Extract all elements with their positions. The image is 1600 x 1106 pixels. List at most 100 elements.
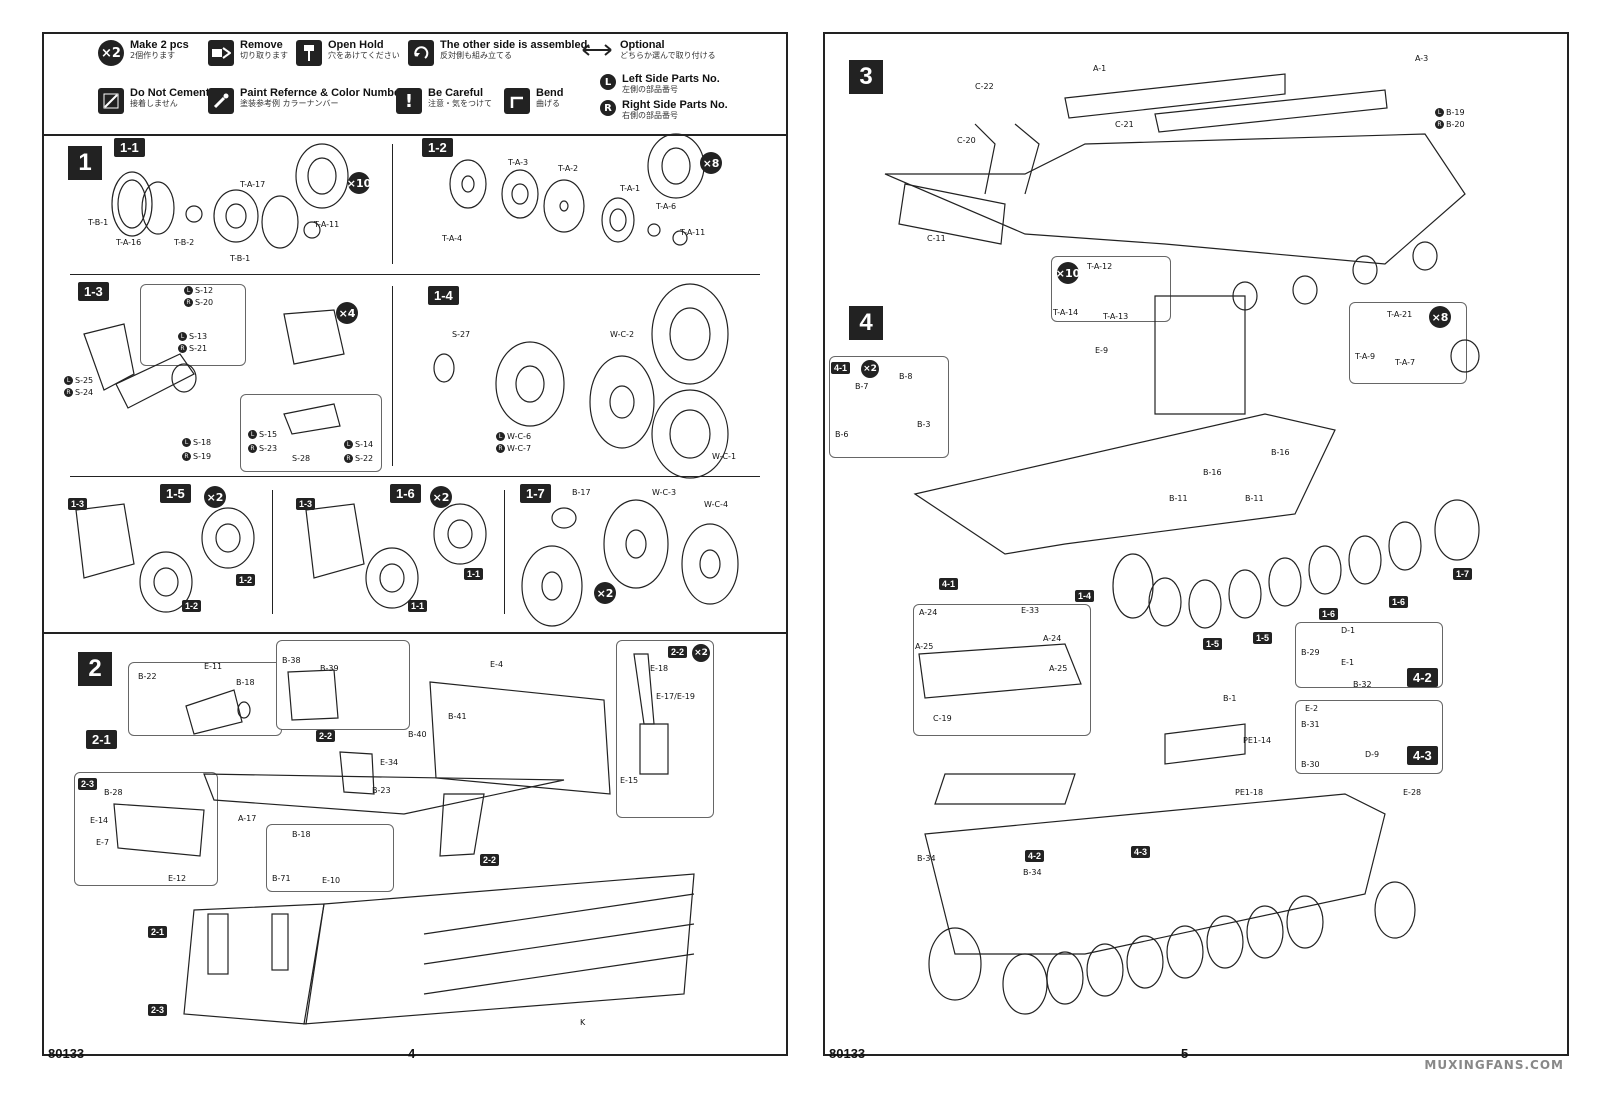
- part-label: B-71: [272, 874, 291, 883]
- part-label: E-9: [1095, 346, 1109, 355]
- legend-left-side: L Left Side Parts No. 左側の部品番号: [600, 73, 720, 94]
- part-label: T-A-9: [1355, 352, 1376, 361]
- part-label: B-41: [448, 712, 467, 721]
- part-label: A-17: [238, 814, 257, 823]
- legend-be-careful-jp: 注意・気をつけて: [428, 98, 492, 108]
- part-label: T-A-2: [558, 164, 579, 173]
- right-side-icon: R: [600, 100, 616, 116]
- other-side-icon: [408, 40, 434, 66]
- ref-tag: 4-1: [831, 362, 851, 374]
- legend-other-side: The other side is assembled. 反対側も組み立てる: [408, 39, 590, 66]
- kit-code: 80133: [829, 1046, 866, 1061]
- part-label: W-C-2: [610, 330, 635, 339]
- part-label: E-18: [650, 664, 669, 673]
- legend-other-side-jp: 反対側も組み立てる: [440, 50, 512, 60]
- part-label: T-A-3: [508, 158, 529, 167]
- ref-tag: 2-3: [148, 1004, 168, 1016]
- symbol-legend: ×2 Make 2 pcs 2個作ります Remove 切り取ります Open …: [44, 34, 786, 136]
- multiplier-badge: ×4: [336, 302, 358, 324]
- warning-icon: !: [396, 88, 422, 114]
- no-cement-icon: [98, 88, 124, 114]
- sub-step-tag: 1-6: [390, 484, 421, 503]
- legend-do-not-cement: Do Not Cement 接着しません: [98, 87, 210, 114]
- legend-optional: Optional どちらか選んで取り付ける: [580, 39, 716, 60]
- part-label: E-12: [168, 874, 187, 883]
- part-label: B-11: [1169, 494, 1188, 503]
- divider: [70, 274, 760, 275]
- part-label: T-A-21: [1387, 310, 1413, 319]
- ref-tag: 1-5: [1253, 632, 1273, 644]
- part-label: E-1: [1341, 658, 1355, 667]
- part-label: B-1: [1223, 694, 1237, 703]
- part-label: B-29: [1301, 648, 1320, 657]
- part-label: B-18: [236, 678, 255, 687]
- part-label: D-1: [1341, 626, 1356, 635]
- page-number: 5: [1181, 1046, 1189, 1061]
- sub-step-tag: 1-2: [422, 138, 453, 157]
- part-label: T-A-16: [116, 238, 142, 247]
- ref-tag: 2-2: [316, 730, 336, 742]
- legend-make-two-jp: 2個作ります: [130, 50, 176, 60]
- ref-tag: 1-1: [408, 600, 428, 612]
- ref-tag: 1-5: [1203, 638, 1223, 650]
- callout-box: [276, 640, 410, 730]
- sub-step-tag: 4-2: [1407, 668, 1438, 687]
- legend-do-not-cement-label: Do Not Cement: [130, 87, 210, 99]
- divider: [272, 490, 273, 614]
- divider: [70, 476, 760, 477]
- divider: [392, 286, 393, 466]
- part-label: B-8: [899, 372, 913, 381]
- legend-remove-label: Remove: [240, 39, 283, 51]
- instruction-page-left: ×2 Make 2 pcs 2個作ります Remove 切り取ります Open …: [42, 32, 788, 1061]
- watermark: MUXINGFANS.COM: [1424, 1058, 1564, 1072]
- ref-tag: 4-3: [1131, 846, 1151, 858]
- divider: [504, 490, 505, 614]
- part-label: B-30: [1301, 760, 1320, 769]
- part-label: T-A-4: [442, 234, 463, 243]
- left-side-icon: L: [600, 74, 616, 90]
- part-label: E-14: [90, 816, 109, 825]
- part-label: A-25: [1049, 664, 1068, 673]
- part-label: B-16: [1203, 468, 1222, 477]
- part-label: E-11: [204, 662, 223, 671]
- ref-tag: 4-1: [939, 578, 959, 590]
- step-number: 2: [78, 652, 112, 686]
- part-label: T-A-1: [620, 184, 641, 193]
- part-label: C-21: [1115, 120, 1134, 129]
- legend-right-side-label: Right Side Parts No.: [622, 99, 728, 111]
- part-label: T-A-14: [1053, 308, 1079, 317]
- legend-paint-reference-jp: 塗装参考例 カラーナンバー: [240, 98, 339, 108]
- part-label: B-32: [1353, 680, 1372, 689]
- part-label: E-34: [380, 758, 399, 767]
- callout-box: [913, 604, 1091, 736]
- part-label: PE1-18: [1235, 788, 1264, 797]
- part-label: S-27: [452, 330, 471, 339]
- legend-do-not-cement-jp: 接着しません: [130, 98, 178, 108]
- multiplier-badge: ×10: [347, 172, 371, 194]
- callout-box: [128, 662, 282, 736]
- legend-be-careful: ! Be Careful 注意・気をつけて: [396, 87, 492, 114]
- callout-box: [616, 640, 714, 818]
- part-label: D-9: [1365, 750, 1380, 759]
- ref-tag: 1-3: [68, 498, 88, 510]
- ref-tag: 4-2: [1025, 850, 1045, 862]
- legend-remove-jp: 切り取ります: [240, 50, 288, 60]
- part-label: B-16: [1271, 448, 1290, 457]
- part-label: B-3: [917, 420, 931, 429]
- part-label: E-2: [1305, 704, 1319, 713]
- legend-make-two-label: Make 2 pcs: [130, 39, 189, 51]
- line-art-illustration: [75, 133, 739, 1025]
- multiplier-badge: ×8: [1429, 306, 1451, 328]
- legend-left-side-label: Left Side Parts No.: [622, 73, 720, 85]
- step-number: 4: [849, 306, 883, 340]
- callout-box: [74, 772, 218, 886]
- legend-optional-jp: どちらか選んで取り付ける: [620, 50, 716, 60]
- part-label: W-C-3: [652, 488, 677, 497]
- drill-icon: [296, 40, 322, 66]
